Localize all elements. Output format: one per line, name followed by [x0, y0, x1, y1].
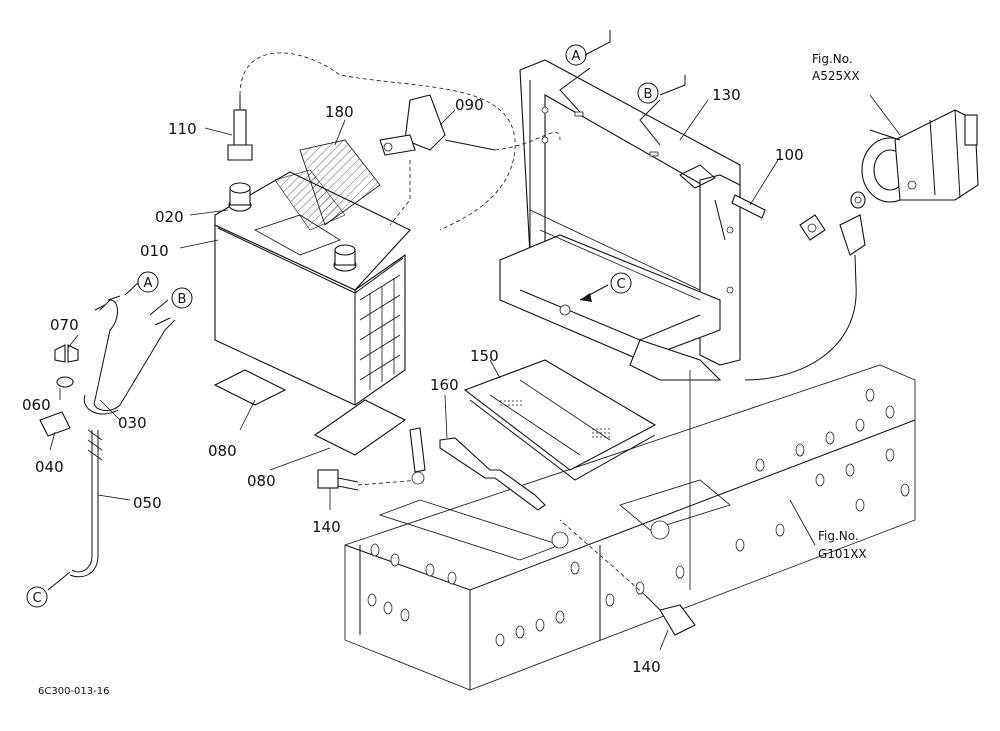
part-label-040: 040 [35, 458, 64, 476]
battery [214, 139, 411, 406]
nut-040 [39, 411, 71, 437]
starter-cable [744, 191, 866, 381]
starter-motor [861, 109, 979, 203]
callout-a-left: A [137, 271, 159, 293]
part-label-030: 030 [118, 414, 147, 432]
svg-text:B: B [644, 87, 653, 102]
hold-down-rod-050 [69, 429, 103, 578]
part-label-140-upper: 140 [312, 518, 341, 536]
ring-terminal [409, 427, 426, 473]
frame-holes [367, 388, 910, 647]
callout-b-left: B [171, 287, 193, 309]
battery-cable-090 [379, 94, 561, 226]
part-label-050: 050 [133, 494, 162, 512]
bolt-140-lower [559, 519, 696, 636]
svg-text:A: A [572, 49, 581, 64]
svg-text:C: C [616, 277, 625, 292]
ground-cable-100 [714, 194, 766, 241]
part-label-070: 070 [50, 316, 79, 334]
leader-lines [49, 94, 901, 651]
part-label-020: 020 [155, 208, 184, 226]
fig-ref-frame: Fig.No. G101XX [818, 529, 867, 561]
callout-c-left: C [26, 586, 48, 608]
part-label-090: 090 [455, 96, 484, 114]
main-frame [344, 364, 916, 691]
battery-stay-160 [439, 437, 546, 511]
drawing-code: 6C300-013-16 [38, 686, 109, 697]
svg-text:A: A [144, 276, 153, 291]
svg-text:G101XX: G101XX [818, 547, 867, 561]
wing-nut-070 [54, 344, 79, 363]
part-label-060: 060 [22, 396, 51, 414]
svg-text:B: B [178, 292, 187, 307]
battery-mat-lower [313, 399, 407, 456]
washer-060 [56, 376, 74, 388]
part-label-160: 160 [430, 376, 459, 394]
part-label-150: 150 [470, 347, 499, 365]
hold-down-rod-030 [83, 295, 176, 415]
bolt-140-upper [317, 469, 421, 491]
svg-text:Fig.No.: Fig.No. [818, 529, 859, 543]
callout-a-top: A [565, 44, 587, 66]
part-label-010: 010 [140, 242, 169, 260]
battery-mat-upper [213, 369, 287, 406]
svg-text:Fig.No.: Fig.No. [812, 52, 853, 66]
part-label-180: 180 [325, 103, 354, 121]
callout-c-mid: C [610, 272, 632, 294]
part-label-140-lower: 140 [632, 658, 661, 676]
battery-sheet-150 [463, 359, 657, 481]
fig-ref-starter: Fig.No. A525XX [812, 52, 860, 83]
part-labels: 110 180 090 130 100 020 010 070 060 030 … [22, 86, 804, 676]
part-label-100: 100 [775, 146, 804, 164]
battery-grid [359, 274, 401, 390]
svg-text:A525XX: A525XX [812, 69, 860, 83]
battery-cable-110 [227, 52, 516, 231]
part-label-110: 110 [168, 120, 197, 138]
part-label-080-lower: 080 [247, 472, 276, 490]
callout-b-top: B [637, 82, 659, 104]
svg-text:C: C [32, 591, 41, 606]
part-label-130: 130 [712, 86, 741, 104]
callout-arrows [47, 30, 686, 591]
part-label-080-upper: 080 [208, 442, 237, 460]
battery-stand [499, 59, 741, 381]
